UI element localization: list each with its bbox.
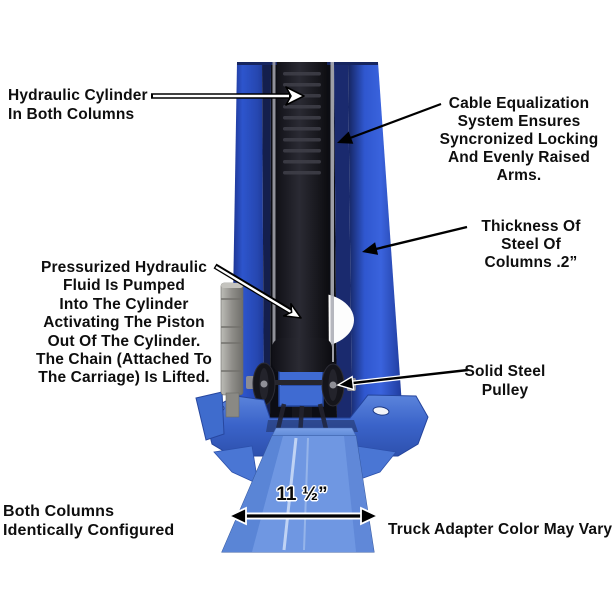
arrow-hydraulic-operation <box>213 263 302 319</box>
label-cable-equalization: Cable Equalization System Ensures Syncro… <box>439 95 599 184</box>
cylinder-bottom <box>272 338 332 372</box>
arrow-hydraulic-cylinder <box>151 86 305 106</box>
arrow-cable-equalization <box>337 102 442 144</box>
dimension-arrow <box>226 506 381 526</box>
column-inner-shadow-left <box>262 62 271 420</box>
dimension-label: 11 ½” <box>276 484 328 505</box>
label-truck-adapter: Truck Adapter Color May Vary <box>388 521 613 538</box>
ramp-highlight <box>282 437 298 551</box>
base-flap-left <box>213 445 259 485</box>
label-both-columns: Both Columns Identically Configured <box>3 503 175 539</box>
column-right-flange <box>348 62 403 420</box>
pulley-left <box>246 362 276 406</box>
label-hydraulic-cylinder: Hydraulic Cylinder In Both Columns <box>8 87 148 123</box>
equalization-cable-right <box>330 62 334 362</box>
arrow-solid-steel-pulley <box>336 367 469 391</box>
hydraulic-cylinder-graphic <box>275 62 329 372</box>
label-hydraulic-operation: Pressurized Hydraulic Fluid Is Pumped In… <box>35 259 213 387</box>
label-solid-steel-pulley: Solid Steel Pulley <box>464 363 546 399</box>
piston-rod <box>220 282 244 418</box>
chain-links <box>283 72 321 175</box>
truck-adapter-ramp <box>221 427 375 553</box>
anchor-slot-right <box>372 406 390 416</box>
label-steel-thickness: Thickness Of Steel Of Columns .2” <box>481 218 581 271</box>
base-plate-left-wing <box>195 391 225 441</box>
arrow-steel-thickness <box>362 225 468 255</box>
equalization-cable-left <box>272 62 276 362</box>
